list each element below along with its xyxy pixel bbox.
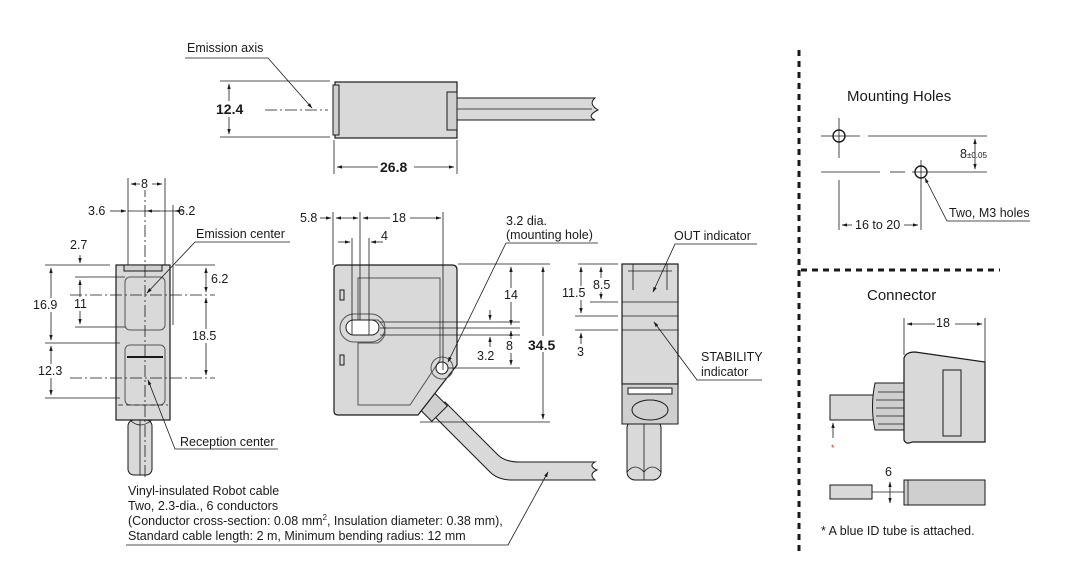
emission-axis-leader: [185, 57, 313, 109]
sensor-body-top: [334, 81, 458, 139]
dim-3-back: 3: [577, 345, 584, 359]
m3-holes-label: Two, M3 holes: [949, 206, 1030, 220]
blue-tube-asterisk: *: [831, 443, 835, 453]
mounting-hole-label-2: (mounting hole): [506, 228, 593, 242]
top-view: Emission axis 12.4 26.8: [185, 41, 600, 175]
dim-18-connector: 18: [936, 316, 950, 330]
sensor-body-back: [621, 263, 679, 385]
cable-note-line-4: Standard cable length: 2 m, Minimum bend…: [128, 529, 466, 543]
emission-axis-label: Emission axis: [187, 41, 263, 55]
dim-6-2-top: 6.2: [178, 204, 195, 218]
sensor-body-front: [115, 264, 171, 421]
cable-note-line-3: (Conductor cross-section: 0.08 mm2, Insu…: [128, 513, 503, 528]
dim-8-5: 8.5: [593, 278, 610, 292]
mounting-hole-label-1: 3.2 dia.: [506, 214, 547, 228]
dim-34-5: 34.5: [528, 337, 555, 353]
blue-tube-note: * A blue ID tube is attached.: [821, 524, 975, 538]
dim-12-4: 12.4: [216, 101, 243, 117]
dim-6-connector: 6: [885, 465, 892, 479]
dim-6-2-right: 6.2: [211, 272, 228, 286]
connector-title: Connector: [867, 287, 936, 304]
connector-body: [903, 351, 986, 444]
cable-note-line-2: Two, 2.3-dia., 6 conductors: [128, 499, 278, 513]
mounting-holes-title: Mounting Holes: [847, 88, 951, 105]
front-view: 8 3.6 6.2 2.7 11 16.9 12.3 6.2 18.5 Emi: [33, 176, 290, 480]
cable-note: Vinyl-insulated Robot cable Two, 2.3-dia…: [126, 471, 549, 546]
dim-8: 8: [141, 177, 148, 191]
dim-12-3: 12.3: [38, 364, 62, 378]
mounting-holes-panel: Mounting Holes 8±0.05 16 to 20 Two, M3 h…: [821, 88, 1030, 232]
dim-3-2: 3.2: [477, 349, 494, 363]
cable-side: [429, 401, 599, 481]
dim-18-side: 18: [392, 211, 406, 225]
mounting-hole-1: [832, 129, 846, 143]
reception-center-label: Reception center: [180, 435, 275, 449]
dim-3-6: 3.6: [88, 204, 105, 218]
connector-body-flat: [903, 479, 986, 506]
stability-indicator-label-2: indicator: [701, 365, 748, 379]
dim-4: 4: [381, 229, 388, 243]
back-view: 11.5 8.5 3 OUT indicator STABILITY indic…: [561, 229, 763, 481]
dim-8-holes: 8±0.05: [960, 147, 987, 161]
stability-indicator-label-1: STABILITY: [701, 350, 763, 364]
dim-16-to-20: 16 to 20: [855, 218, 900, 232]
dim-26-8: 26.8: [380, 159, 407, 175]
sensor-body-side: [333, 264, 458, 416]
dim-16-9: 16.9: [33, 298, 57, 312]
cable-note-line-1: Vinyl-insulated Robot cable: [128, 484, 279, 498]
dim-11: 11: [74, 297, 87, 311]
dim-2-7: 2.7: [70, 238, 87, 252]
out-indicator-label: OUT indicator: [674, 229, 751, 243]
side-view: 18 5.8 4 14 8 3.2 34.5 3.2 dia. (mountin…: [300, 211, 599, 481]
dim-8-side: 8: [506, 339, 513, 353]
dim-11-5: 11.5: [562, 286, 585, 300]
dim-5-8: 5.8: [300, 211, 317, 225]
mounting-hole-2: [914, 165, 928, 179]
dim-14: 14: [504, 288, 518, 302]
connector-panel: Connector 18 * 6 * A blue ID tube is att…: [821, 287, 986, 538]
emission-center-label: Emission center: [196, 227, 285, 241]
dim-18-5: 18.5: [192, 329, 216, 343]
